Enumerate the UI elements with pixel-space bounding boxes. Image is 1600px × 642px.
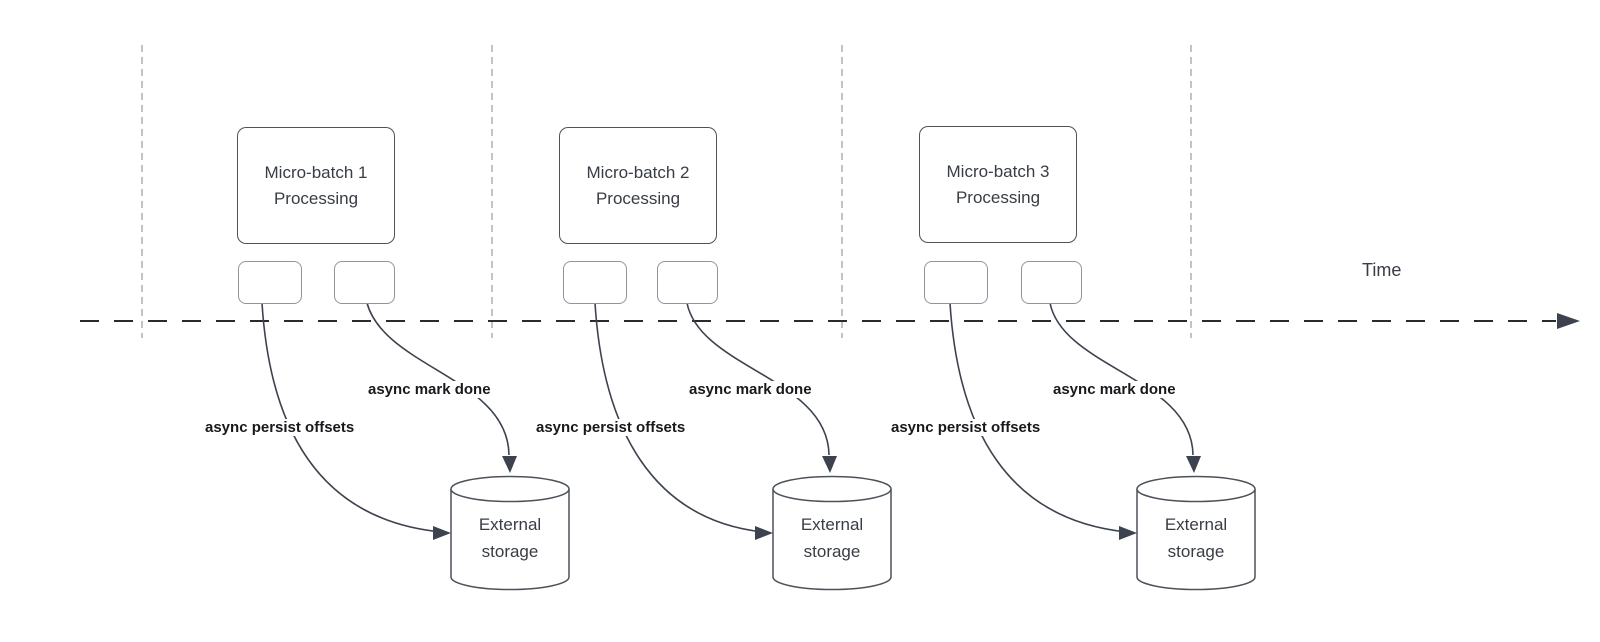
mark-done-arrow-3: [1049, 302, 1194, 456]
mark-done-arrowhead-3: [1186, 456, 1201, 473]
mark-done-arrowhead-2: [822, 456, 837, 473]
micro-batch-2-box: Micro-batch 2 Processing: [559, 127, 717, 244]
time-axis-label: Time: [1362, 260, 1402, 280]
persist-offsets-arrow-3: [949, 302, 1128, 533]
micro-batch-1-title: Micro-batch 1: [264, 162, 368, 182]
offset-task-box-1: [238, 261, 302, 304]
storage-label-2: External storage: [800, 515, 864, 561]
done-task-box-2: [657, 261, 718, 304]
mark-done-arrowhead-1: [502, 456, 517, 473]
done-task-box-1: [334, 261, 395, 304]
persist-offsets-label-3: async persist offsets: [889, 419, 1043, 436]
storage-cylinder-1: [450, 475, 570, 591]
persist-offsets-label-1: async persist offsets: [203, 419, 357, 436]
mark-done-label-2: async mark done: [687, 381, 814, 398]
micro-batch-3-title: Micro-batch 3: [946, 161, 1050, 181]
mark-done-arrow-1: [366, 302, 510, 456]
time-axis-arrowhead-icon: [1557, 313, 1580, 329]
storage-label-1: External storage: [478, 515, 542, 561]
mark-done-label-1: async mark done: [366, 381, 493, 398]
persist-offsets-arrowhead-1: [433, 526, 451, 540]
storage-cylinder-3: [1136, 475, 1256, 591]
micro-batch-2-title: Micro-batch 2: [586, 162, 690, 182]
micro-batch-1-subtitle: Processing: [273, 188, 359, 208]
persist-offsets-arrowhead-2: [755, 526, 773, 540]
micro-batch-3-subtitle: Processing: [955, 187, 1041, 207]
persist-offsets-arrow-2: [594, 302, 764, 533]
persist-offsets-arrow-1: [261, 302, 442, 533]
micro-batch-2-subtitle: Processing: [595, 188, 681, 208]
micro-batch-1-box: Micro-batch 1 Processing: [237, 127, 395, 244]
offset-task-box-2: [563, 261, 627, 304]
persist-offsets-arrowhead-3: [1119, 526, 1137, 540]
offset-task-box-3: [924, 261, 988, 304]
persist-offsets-label-2: async persist offsets: [534, 419, 688, 436]
done-task-box-3: [1021, 261, 1082, 304]
micro-batch-3-box: Micro-batch 3 Processing: [919, 126, 1077, 243]
mark-done-arrow-2: [686, 302, 830, 456]
mark-done-label-3: async mark done: [1051, 381, 1178, 398]
storage-label-3: External storage: [1164, 515, 1228, 561]
storage-cylinder-2: [772, 475, 892, 591]
